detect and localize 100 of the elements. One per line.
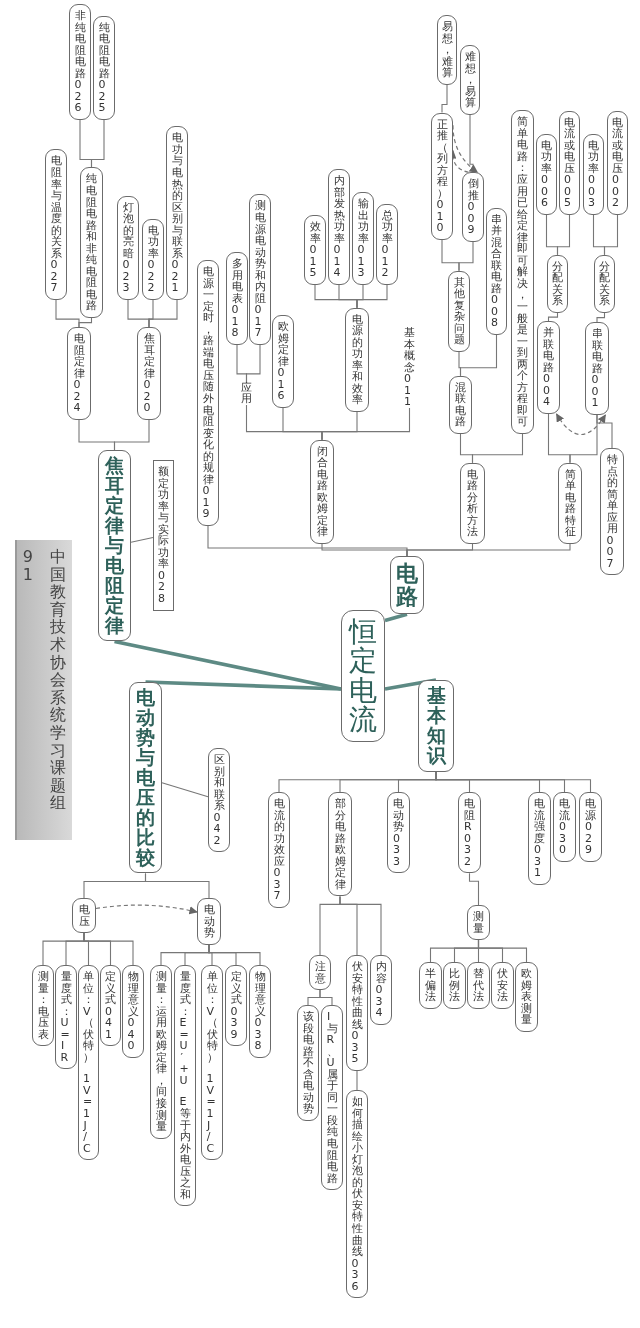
topic-text: 测电源电动势和内阻017 [254, 200, 266, 339]
topic-text: 基本知识 [426, 686, 446, 766]
topic-box [137, 327, 161, 420]
topic-box [607, 110, 628, 215]
topic-box [249, 194, 271, 345]
arrow [555, 413, 606, 436]
topic-text: 电流030 [559, 798, 570, 856]
topic-box [346, 955, 368, 1071]
topic-box [328, 792, 352, 897]
topic-box [122, 965, 144, 1058]
topic-box [197, 898, 221, 945]
connector-line [78, 317, 93, 328]
topic-text: 该段电路不含电动势 [302, 1011, 314, 1115]
topic-text: 简单电路特征 [564, 468, 576, 538]
topic-text: 电源一定时，路端电压随外电阻变化的规律019 [202, 265, 214, 520]
topic-text: 电阻定律024 [73, 333, 85, 414]
topic-text: 易想，难算 [441, 21, 453, 79]
topic-text: 物理意义040 [127, 971, 139, 1052]
topic-box [458, 792, 481, 874]
topic-text: 1V=1J/C [206, 1073, 218, 1155]
topic-box [69, 4, 91, 120]
topic-text: 串并混合联电路008 [491, 213, 502, 329]
topic-box [486, 207, 507, 335]
topic-text: 电功率003 [588, 139, 599, 209]
topic-box [449, 375, 472, 434]
topic-box [78, 965, 99, 1161]
connector-line [145, 680, 342, 691]
topic-box [72, 898, 96, 934]
topic-text: 1V=1J/C [83, 1073, 94, 1155]
topic-box [491, 962, 514, 1009]
topic-text: 单位：V（伏特） [83, 971, 94, 1064]
topic-box [142, 218, 164, 300]
topic-box [345, 307, 369, 412]
topic-text: 单位：V（伏特） [206, 971, 218, 1064]
topic-text: 定义式041 [105, 971, 116, 1041]
topic-box [583, 133, 604, 215]
topic-box [55, 965, 77, 1070]
topic-text: 正推（列方程）010 [436, 118, 448, 234]
topic-box [536, 133, 557, 215]
topic-box [558, 462, 582, 544]
topic-box [431, 112, 453, 240]
topic-box [166, 126, 188, 300]
topic-text: 电流的功效应037 [273, 798, 285, 902]
topic-box [321, 1005, 343, 1191]
topic-box [197, 259, 219, 526]
topic-text: 比例法 [449, 968, 460, 1003]
topic-text: 焦耳定律与电阻定律 [105, 456, 124, 636]
topic-box [208, 748, 230, 853]
connector-line [83, 872, 147, 899]
topic-text: 总功率012 [381, 209, 393, 279]
topic-text: 电功与电热的区别与联系021 [171, 132, 183, 294]
topic-text: 电功率006 [541, 139, 552, 209]
topic-box [467, 962, 490, 1009]
topic-box [129, 682, 162, 874]
connector-line [471, 433, 524, 464]
topic-box [174, 965, 196, 1207]
connector-line [113, 419, 150, 451]
topic-box [341, 610, 385, 742]
topic-box [309, 955, 331, 991]
connector-line [130, 536, 154, 543]
topic-box [304, 215, 326, 285]
topic-box [32, 965, 54, 1047]
arrow [95, 904, 198, 915]
topic-label: 应用 [241, 381, 252, 405]
topic-box [559, 110, 580, 215]
topic-box [297, 1005, 319, 1121]
connector-line [245, 344, 261, 383]
topic-text: 纯电阻电路025 [98, 21, 110, 114]
topic-label: 基本概念011 [404, 327, 415, 408]
topic-text: 电路分析方法 [467, 468, 478, 538]
topic-box [515, 962, 538, 1032]
topic-text: 额定功率与实际功率028 [158, 466, 169, 605]
topic-text: 注意 [314, 961, 326, 985]
topic-box [418, 680, 454, 772]
topic-text: 分配关系 [552, 260, 563, 307]
topic-box [528, 792, 551, 885]
topic-text: 电动势033 [393, 798, 404, 868]
topic-box [249, 965, 271, 1058]
topic-box [448, 270, 470, 352]
topic-text: 倒推009 [467, 178, 479, 236]
topic-box [93, 15, 115, 120]
topic-box [201, 965, 223, 1161]
topic-text: 区别和联系042 [213, 754, 225, 847]
topic-text: I与R、U属于同一段纯电阻电路 [326, 1011, 338, 1185]
topic-box [437, 15, 457, 85]
topic-box [67, 327, 91, 420]
topic-text: 电动势与电压的比较 [136, 688, 155, 868]
topic-text: 特点的简单应用007 [606, 454, 618, 570]
connector-line [458, 241, 474, 272]
topic-box [537, 321, 560, 414]
topic-text: 非纯电阻电路026 [74, 10, 86, 114]
topic-box [547, 254, 568, 313]
topic-text: 测量 [473, 911, 484, 935]
topic-text: 伏安特性曲线035 [351, 961, 363, 1065]
topic-box [460, 462, 485, 544]
topic-text: 量度式：U=IR [60, 971, 72, 1064]
topic-text: 电路 [396, 562, 418, 609]
connector-line [477, 939, 528, 963]
topic-box [328, 169, 350, 285]
topic-box [460, 45, 480, 115]
